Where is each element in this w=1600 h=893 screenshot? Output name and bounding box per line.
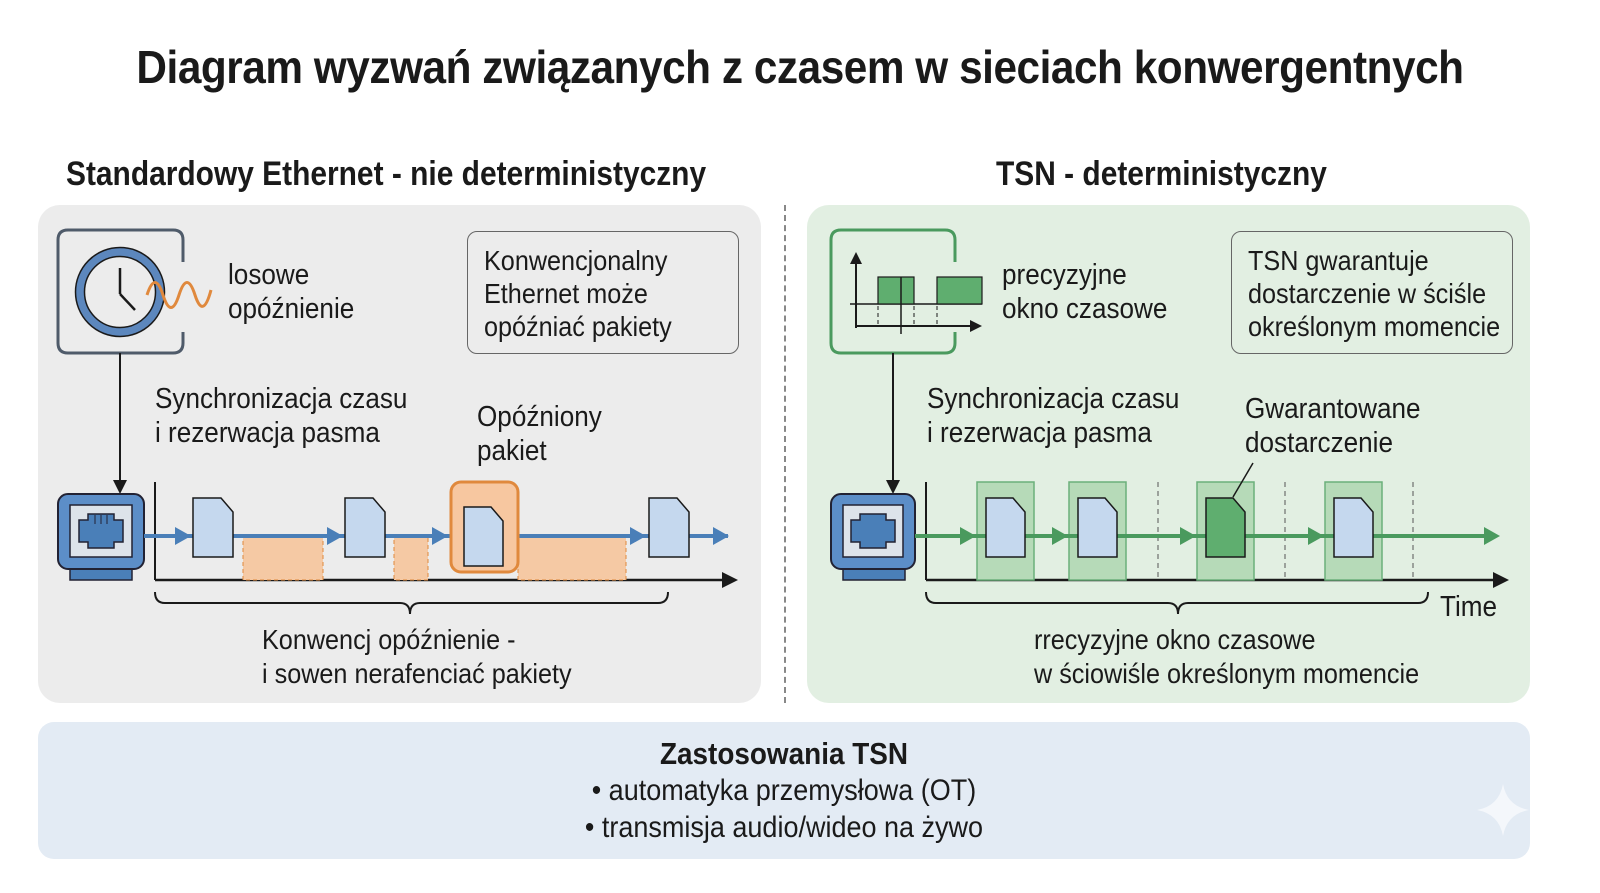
right-heading: TSN - deterministyczny (996, 155, 1327, 193)
main-title: Diagram wyzwań związanych z czasem w sie… (136, 41, 1464, 93)
label-line: rrecyzyjne okno czasowe (1034, 624, 1316, 655)
jitter-wave-icon (145, 281, 213, 309)
right-diagram (829, 228, 1509, 615)
ethernet-port-icon (830, 493, 916, 581)
label-line: Gwarantowane (1245, 393, 1421, 425)
delayed-packet-label: Opóźniony pakiet (477, 400, 602, 468)
brace (154, 591, 669, 615)
label-line: i sowen nerafenciać pakiety (262, 658, 572, 689)
right-sync-label: Synchronizacja czasu i rezerwacja pasma (927, 382, 1179, 450)
left-sync-label: Synchronizacja czasu i rezerwacja pasma (155, 382, 407, 450)
callout-line: dostarczenie w ściśle (1248, 278, 1487, 309)
callout-line: Konwencjonalny (484, 245, 668, 276)
callout-line: określonym momencie (1248, 311, 1501, 342)
packet-icon (648, 497, 690, 558)
brace (925, 591, 1429, 615)
guaranteed-delivery-label: Gwarantowane dostarczenie (1245, 392, 1421, 460)
packet-icon (344, 497, 386, 558)
label-line: i rezerwacja pasma (927, 417, 1152, 449)
guaranteed-packet-icon (1205, 497, 1246, 558)
label-line: w ściowiśle określonym momencie (1034, 658, 1420, 689)
left-icon-label: losowe opóźnienie (228, 258, 354, 326)
application-item: • automatyka przemysłowa (OT) (591, 774, 977, 807)
ethernet-port-icon (57, 493, 145, 581)
applications-title: Zastosowania TSN (659, 736, 909, 771)
packet-icon (985, 497, 1026, 558)
left-diagram (56, 228, 738, 615)
callout-line: Ethernet może (484, 278, 648, 309)
callout-line: TSN gwarantuje (1248, 245, 1429, 276)
time-axis-label: Time (1440, 591, 1498, 623)
label-line: losowe (228, 259, 310, 291)
delay-interval (242, 536, 324, 581)
sparkle-icon (1477, 784, 1529, 836)
label-line: Synchronizacja czasu (927, 383, 1180, 415)
label-line: precyzyjne (1002, 259, 1127, 291)
delay-interval (393, 536, 429, 581)
callout-line: opóźniać pakiety (484, 311, 672, 342)
right-brace-label: rrecyzyjne okno czasowe w ściowiśle okre… (1034, 623, 1419, 691)
time-window-icon (829, 228, 983, 355)
label-line: Konwencj opóźnienie - (262, 624, 516, 655)
tsn-applications-panel: Zastosowania TSN • automatyka przemysłow… (38, 722, 1530, 859)
left-brace-label: Konwencj opóźnienie - i sowen nerafencia… (262, 623, 572, 691)
packet-icon (1333, 497, 1374, 558)
packet-icon (463, 506, 504, 567)
label-line: opóźnienie (228, 293, 355, 325)
left-heading: Standardowy Ethernet - nie deterministyc… (66, 155, 707, 193)
label-line: Synchronizacja czasu (155, 383, 408, 415)
left-callout: Konwencjonalny Ethernet może opóźniać pa… (467, 231, 739, 354)
label-line: i rezerwacja pasma (155, 417, 380, 449)
application-item: • transmisja audio/wideo na żywo (584, 811, 984, 844)
label-line: pakiet (477, 435, 547, 467)
clock-icon (56, 228, 185, 355)
label-line: okno czasowe (1002, 293, 1168, 325)
panel-divider (784, 205, 786, 703)
label-line: dostarczenie (1245, 427, 1393, 459)
tsn-panel (807, 205, 1530, 703)
packet-icon (192, 497, 234, 558)
right-callout: TSN gwarantuje dostarczenie w ściśle okr… (1231, 231, 1513, 354)
packet-icon (1077, 497, 1118, 558)
label-line: Opóźniony (477, 401, 602, 433)
right-icon-label: precyzyjne okno czasowe (1002, 258, 1167, 326)
